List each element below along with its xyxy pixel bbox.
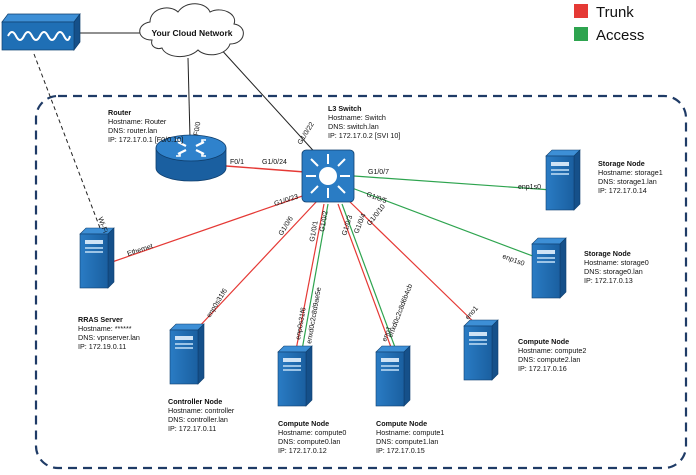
port-switch-g05: G1/0/5	[365, 191, 387, 205]
svg-text:IP: 172.17.0.15: IP: 172.17.0.15	[376, 446, 425, 455]
svg-text:DNS: compute0.lan: DNS: compute0.lan	[278, 437, 340, 446]
cloud: Your Cloud Network	[139, 3, 244, 57]
svg-text:Hostname: compute0: Hostname: compute0	[278, 428, 346, 437]
rras-label: RRAS Server Hostname: ****** DNS: vpnser…	[78, 315, 140, 351]
switch-storage0-link	[351, 187, 539, 259]
svg-text:Controller Node: Controller Node	[168, 397, 222, 406]
switch-label: L3 Switch Hostname: Switch DNS: switch.l…	[328, 104, 400, 140]
switch-storage1-link	[353, 175, 553, 191]
svg-text:IP: 172.17.0.2 [SVI 10]: IP: 172.17.0.2 [SVI 10]	[328, 131, 400, 140]
svg-text:L3 Switch: L3 Switch	[328, 104, 362, 113]
svg-text:IP: 172.19.0.11: IP: 172.19.0.11	[78, 342, 126, 351]
port-compute0-nic-a: enp0s31f6	[295, 307, 308, 341]
port-rras-ethernet: Ethernet	[126, 243, 153, 258]
svg-text:IP: 172.17.0.12: IP: 172.17.0.12	[278, 446, 327, 455]
controller-label: Controller Node Hostname: controller DNS…	[168, 397, 235, 433]
svg-text:IP: 172.17.0.13: IP: 172.17.0.13	[584, 276, 633, 285]
svg-text:Hostname: Router: Hostname: Router	[108, 117, 167, 126]
port-switch-g02: G1/0/2	[319, 210, 330, 232]
svg-text:IP: 172.17.0.1 [F0/0.10]: IP: 172.17.0.1 [F0/0.10]	[108, 135, 183, 144]
svg-text:Hostname: controller: Hostname: controller	[168, 406, 235, 415]
switch-compute1-link-a	[337, 203, 393, 351]
svg-text:Compute Node: Compute Node	[376, 419, 427, 428]
router-switch-trunk	[225, 165, 306, 173]
compute2-label: Compute Node Hostname: compute2 DNS: com…	[518, 337, 586, 373]
svg-text:DNS: storage1.lan: DNS: storage1.lan	[598, 177, 657, 186]
svg-text:DNS: router.lan: DNS: router.lan	[108, 126, 157, 135]
port-switch-g01: G1/0/1	[309, 220, 320, 242]
port-router-f0: F0/0	[193, 121, 202, 136]
cloud-router-link	[187, 57, 191, 139]
port-switch-g07: G1/0/7	[368, 169, 389, 176]
svg-text:RRAS Server: RRAS Server	[78, 315, 123, 324]
legend: Trunk Access	[574, 4, 644, 44]
switch-compute1-link-b	[341, 203, 397, 351]
legend-access-label: Access	[596, 27, 644, 44]
svg-text:Compute Node: Compute Node	[518, 337, 569, 346]
port-storage1-nic: enp1s0	[518, 184, 541, 191]
svg-text:DNS: vpnserver.lan: DNS: vpnserver.lan	[78, 333, 140, 342]
cloud-switch-link	[217, 45, 321, 159]
port-compute2-nic: eno1	[464, 305, 480, 321]
svg-text:Hostname: storage0: Hostname: storage0	[584, 258, 649, 267]
port-router-f01: F0/1	[230, 159, 244, 166]
svg-text:DNS: compute1.lan: DNS: compute1.lan	[376, 437, 438, 446]
cloud-label: Your Cloud Network	[151, 28, 232, 38]
svg-text:Hostname: storage1: Hostname: storage1	[598, 168, 663, 177]
switch-rras-link	[111, 191, 315, 263]
svg-text:Hostname: compute1: Hostname: compute1	[376, 428, 444, 437]
legend-access-swatch	[574, 27, 588, 41]
switch-controller-link	[195, 199, 319, 331]
compute1-server-icon	[375, 345, 411, 407]
svg-text:Storage Node: Storage Node	[584, 249, 631, 258]
links	[33, 32, 553, 351]
svg-text:Hostname: compute2: Hostname: compute2	[518, 346, 586, 355]
switch-compute0-link-b	[301, 203, 329, 351]
compute1-label: Compute Node Hostname: compute1 DNS: com…	[376, 419, 444, 455]
switch-compute0-link-a	[295, 203, 325, 351]
legend-trunk-label: Trunk	[596, 4, 634, 21]
modem	[1, 12, 81, 52]
compute0-label: Compute Node Hostname: compute0 DNS: com…	[278, 419, 346, 455]
svg-text:Hostname: Switch: Hostname: Switch	[328, 113, 386, 122]
svg-text:DNS: switch.lan: DNS: switch.lan	[328, 122, 379, 131]
wave-icon	[7, 31, 71, 41]
svg-text:Router: Router	[108, 108, 131, 117]
router-label: Router Hostname: Router DNS: router.lan …	[108, 108, 183, 144]
port-switch-g010: G1/0/10	[366, 203, 387, 227]
legend-trunk-swatch	[574, 4, 588, 18]
svg-text:Hostname: ******: Hostname: ******	[78, 324, 132, 333]
compute2-server-icon	[463, 319, 499, 381]
storage0-server-icon	[531, 237, 567, 299]
svg-text:IP: 172.17.0.11: IP: 172.17.0.11	[168, 424, 216, 433]
port-storage0-nic: enp1s0	[501, 253, 525, 267]
storage1-server-icon	[545, 149, 581, 211]
storage1-label: Storage Node Hostname: storage1 DNS: sto…	[598, 159, 663, 195]
port-switch-g024: G1/0/24	[262, 159, 287, 166]
port-switch-g023: G1/0/23	[273, 194, 299, 208]
router-icon	[155, 134, 227, 182]
storage0-label: Storage Node Hostname: storage0 DNS: sto…	[584, 249, 649, 285]
compute0-server-icon	[277, 345, 313, 407]
port-controller-nic: enp0s31f6	[206, 288, 229, 320]
svg-text:DNS: storage0.lan: DNS: storage0.lan	[584, 267, 643, 276]
svg-text:Compute Node: Compute Node	[278, 419, 329, 428]
svg-text:Storage Node: Storage Node	[598, 159, 645, 168]
l3-switch-icon	[301, 149, 355, 203]
lan-boundary	[34, 94, 688, 470]
svg-text:IP: 172.17.0.14: IP: 172.17.0.14	[598, 186, 647, 195]
controller-server-icon	[169, 323, 205, 385]
svg-text:IP: 172.17.0.16: IP: 172.17.0.16	[518, 364, 567, 373]
rras-server-icon	[79, 227, 115, 289]
modem-rras-wifi-link	[33, 53, 101, 229]
switch-compute2-link	[347, 199, 483, 331]
svg-text:DNS: compute2.lan: DNS: compute2.lan	[518, 355, 580, 364]
svg-text:DNS: controller.lan: DNS: controller.lan	[168, 415, 228, 424]
